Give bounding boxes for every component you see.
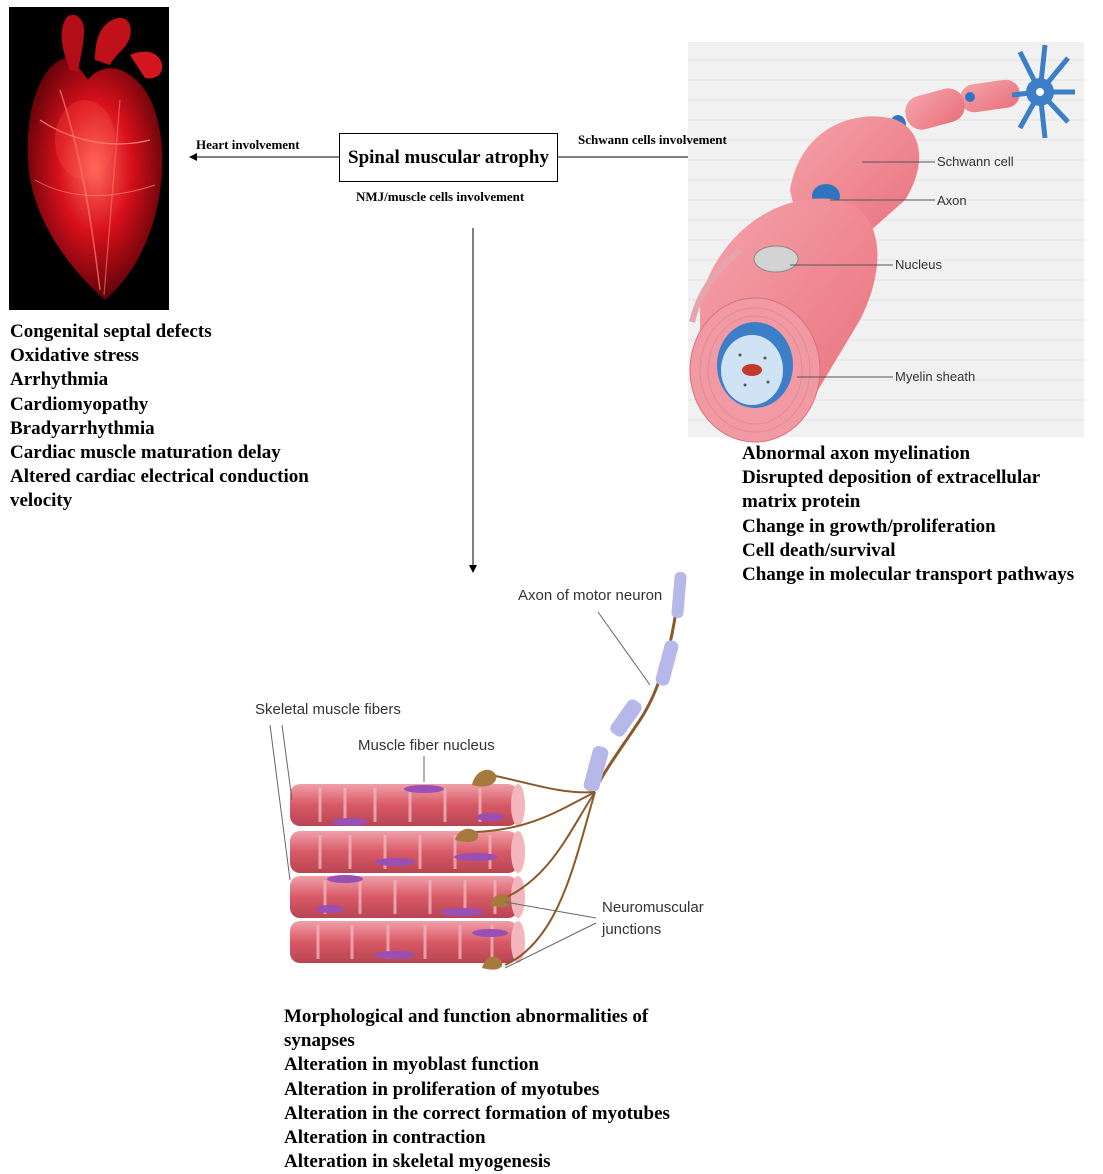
nmj-effect-item: Alteration in myoblast function — [284, 1053, 670, 1077]
schwann-edge-label: Schwann cells involvement — [578, 132, 727, 148]
nmj-effects-list: Morphological and function abnormalities… — [284, 1005, 670, 1174]
schwann-effect-item: Abnormal axon myelination — [742, 442, 1074, 466]
nmj-effect-item: Alteration in the correct formation of m… — [284, 1102, 670, 1126]
heart-effect-item: Arrhythmia — [10, 368, 309, 392]
heart-edge-label: Heart involvement — [196, 137, 300, 153]
nmj-effect-item: Alteration in contraction — [284, 1126, 670, 1150]
nmj-effect-item: Alteration in proliferation of myotubes — [284, 1078, 670, 1102]
nmj-label-line1: Neuromuscular — [602, 899, 704, 916]
schwann-effect-item: Change in molecular transport pathways — [742, 563, 1074, 587]
schwann-effects-list: Abnormal axon myelination Disrupted depo… — [742, 442, 1074, 587]
schwann-effect-item: Change in growth/proliferation — [742, 515, 1074, 539]
axon-motor-neuron-label: Axon of motor neuron — [518, 587, 662, 604]
heart-illustration — [9, 7, 169, 310]
nmj-effect-item: Alteration in skeletal myogenesis — [284, 1150, 670, 1174]
nmj-edge-label: NMJ/muscle cells involvement — [356, 189, 524, 205]
heart-effect-item: Altered cardiac electrical conduction — [10, 465, 309, 489]
schwann-effect-item: Cell death/survival — [742, 539, 1074, 563]
nmj-effect-item: synapses — [284, 1029, 670, 1053]
muscle-fiber-nucleus-label: Muscle fiber nucleus — [358, 737, 495, 754]
nmj-effect-item: Morphological and function abnormalities… — [284, 1005, 670, 1029]
schwann-effect-item: matrix protein — [742, 490, 1074, 514]
central-node-label: Spinal muscular atrophy — [348, 147, 549, 169]
central-node: Spinal muscular atrophy — [339, 133, 558, 182]
nucleus-label: Nucleus — [895, 257, 942, 272]
heart-effects-list: Congenital septal defects Oxidative stre… — [10, 320, 309, 514]
heart-effect-item: Oxidative stress — [10, 344, 309, 368]
axon-label: Axon — [937, 193, 967, 208]
nmj-label-line2: junctions — [602, 921, 661, 938]
skeletal-muscle-fibers-label: Skeletal muscle fibers — [255, 701, 401, 718]
schwann-cell-label: Schwann cell — [937, 154, 1014, 169]
heart-effect-item: Bradyarrhythmia — [10, 417, 309, 441]
heart-effect-item: Congenital septal defects — [10, 320, 309, 344]
heart-effect-item: velocity — [10, 489, 309, 513]
schwann-cell-illustration — [688, 42, 1084, 442]
schwann-effect-item: Disrupted deposition of extracellular — [742, 466, 1074, 490]
heart-effect-item: Cardiomyopathy — [10, 393, 309, 417]
myelin-sheath-label: Myelin sheath — [895, 369, 975, 384]
heart-effect-item: Cardiac muscle maturation delay — [10, 441, 309, 465]
